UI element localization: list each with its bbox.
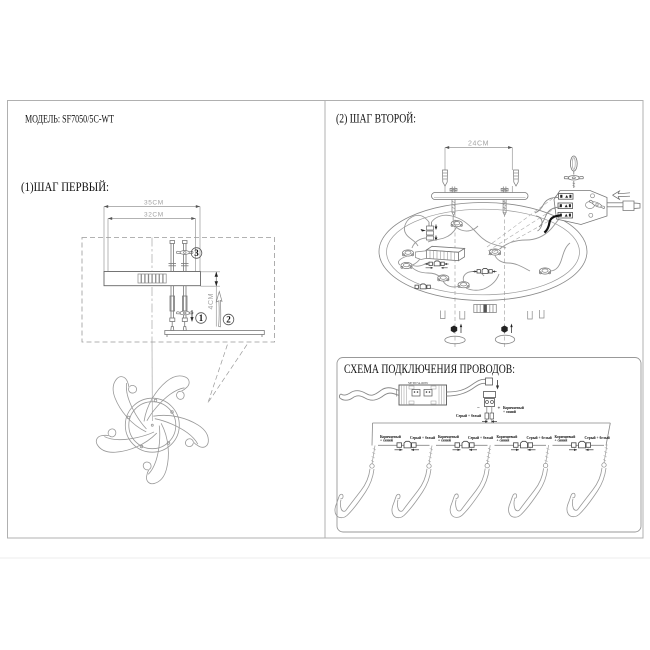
svg-text:3: 3 <box>194 248 199 258</box>
svg-text:(2) ШАГ ВТОРОЙ:: (2) ШАГ ВТОРОЙ: <box>336 111 416 126</box>
svg-text:SET07A-60W: SET07A-60W <box>408 381 429 385</box>
svg-text:+: + <box>498 407 501 412</box>
svg-text:Серый + белый: Серый + белый <box>456 414 481 418</box>
svg-text:+ синий: + синий <box>503 410 516 414</box>
svg-text:1: 1 <box>199 313 204 323</box>
svg-text:2: 2 <box>226 315 231 325</box>
svg-text:4CM: 4CM <box>208 293 215 310</box>
svg-text:СХЕМА ПОДКЛЮЧЕНИЯ ПРОВОДОВ:: СХЕМА ПОДКЛЮЧЕНИЯ ПРОВОДОВ: <box>344 362 515 376</box>
svg-text:(1)ШАГ ПЕРВЫЙ:: (1)ШАГ ПЕРВЫЙ: <box>21 179 109 194</box>
svg-text:МОДЕЛЬ: SF7050/5C-WT: МОДЕЛЬ: SF7050/5C-WT <box>25 114 114 126</box>
svg-text:−: − <box>477 407 480 412</box>
svg-text:32CM: 32CM <box>144 212 164 219</box>
svg-text:24CM: 24CM <box>468 141 489 148</box>
svg-text:35CM: 35CM <box>144 200 164 207</box>
svg-text:Коричневый: Коричневый <box>503 406 524 410</box>
